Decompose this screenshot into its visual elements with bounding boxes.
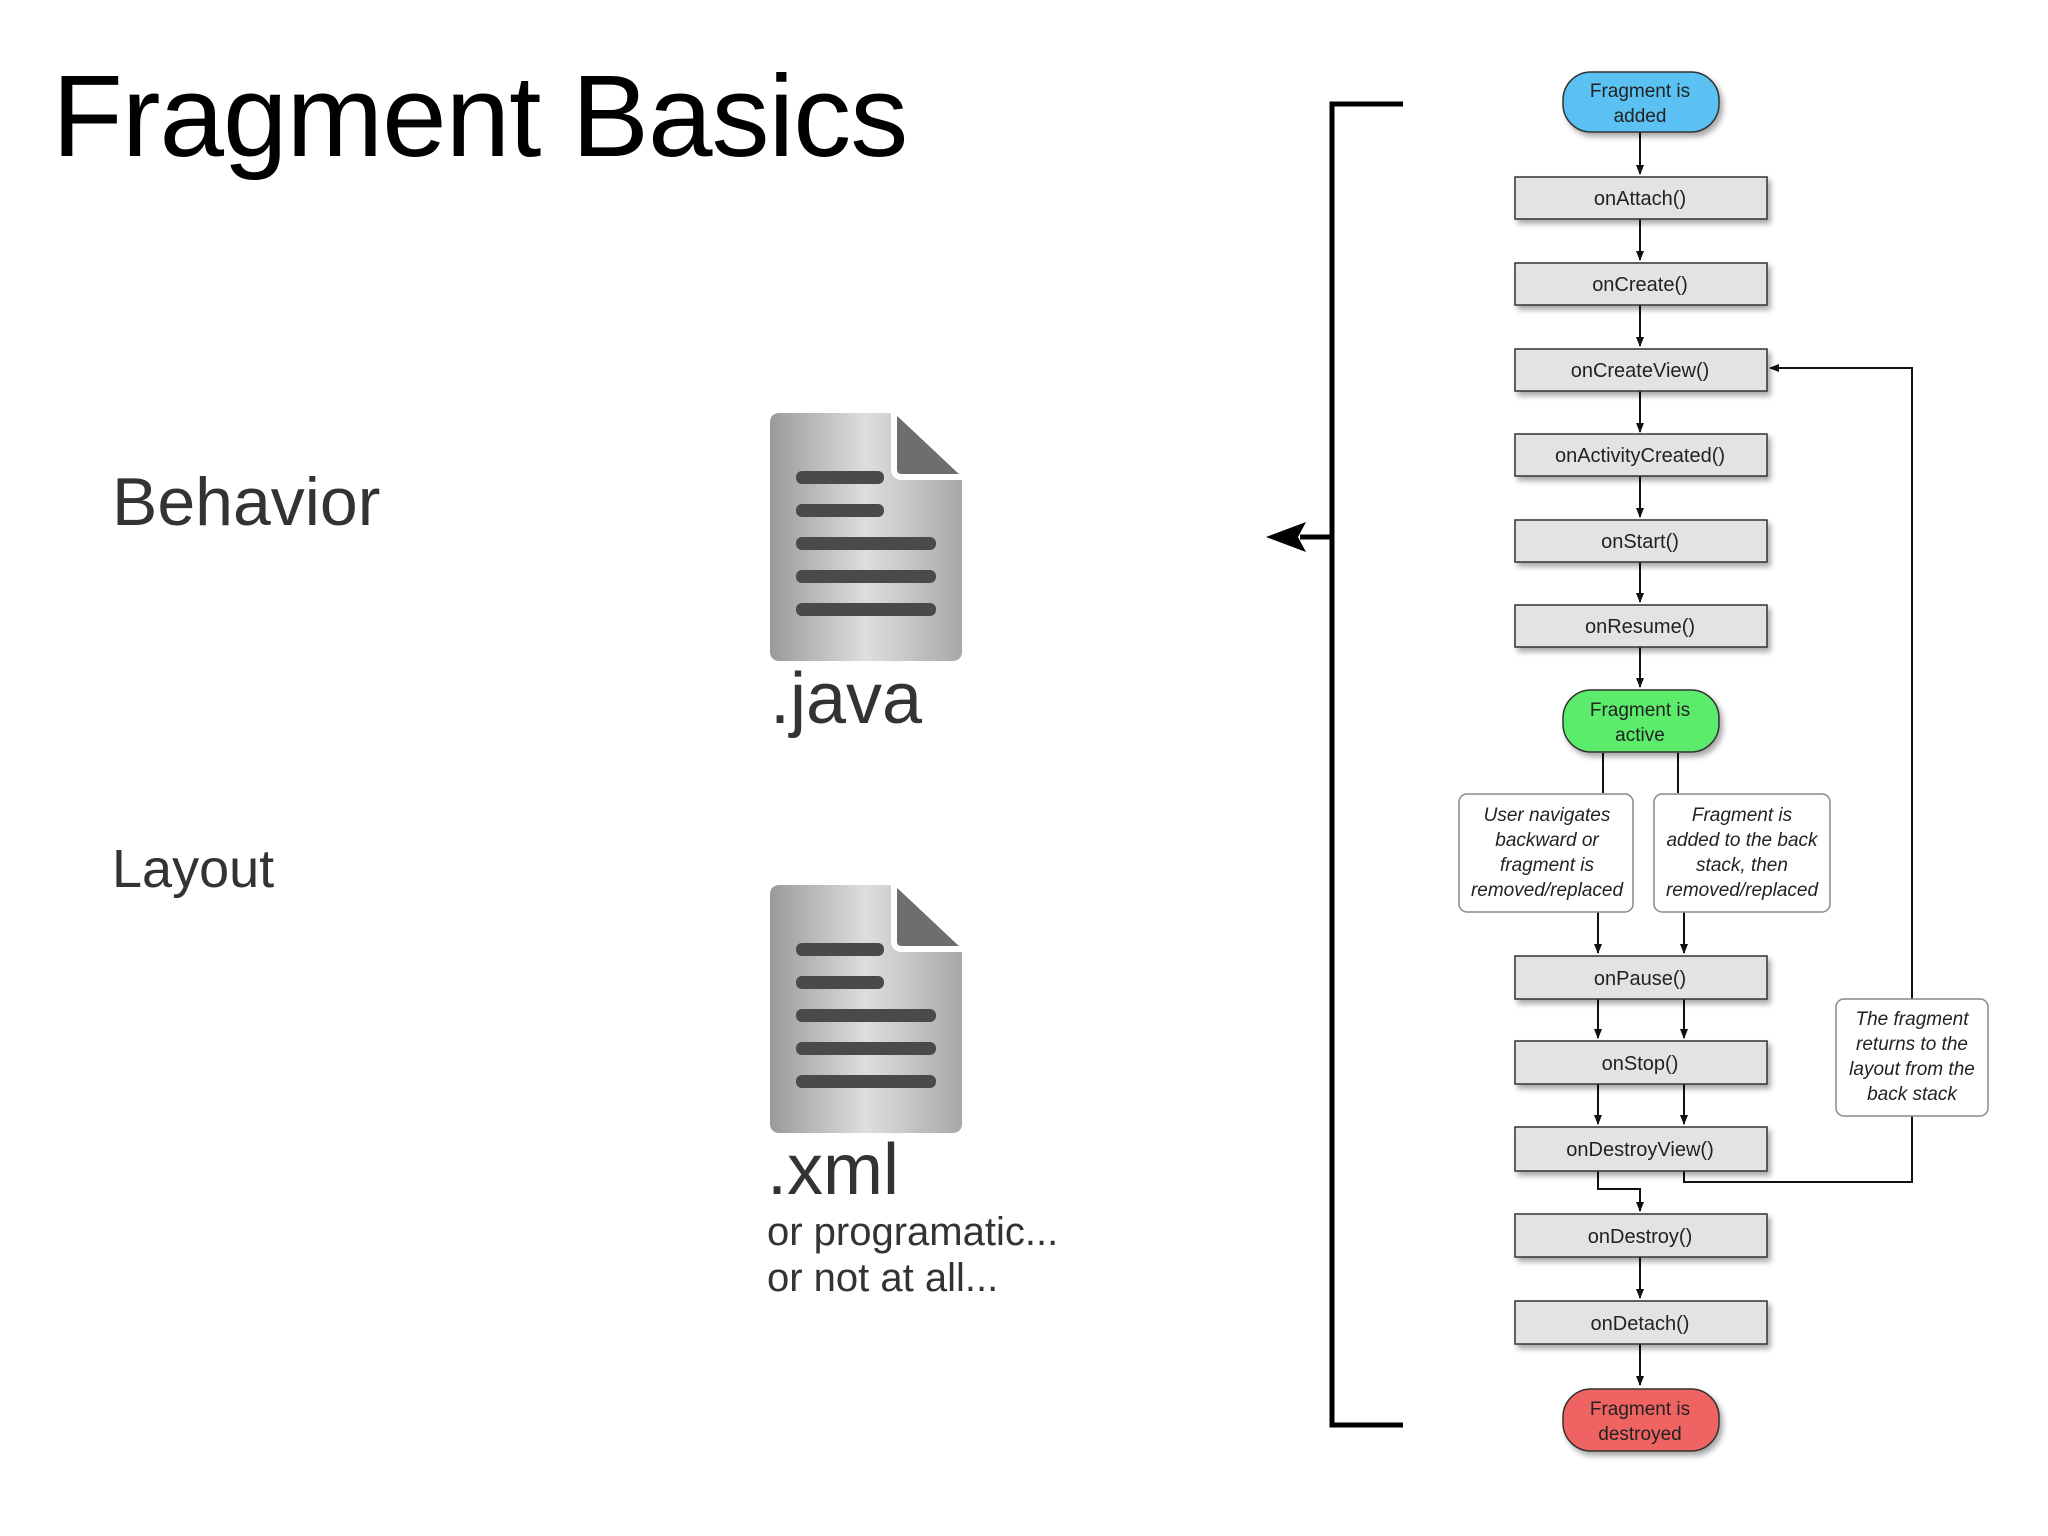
- note-line: removed/replaced: [1666, 880, 1820, 901]
- callback-label: onCreateView(): [1571, 360, 1710, 382]
- callback-box-ondestroyview: onDestroyView(): [1514, 1126, 1768, 1172]
- callback-box-oncreate: onCreate(): [1514, 262, 1768, 306]
- slide-title: Fragment Basics: [52, 51, 908, 181]
- behavior-label: Behavior: [112, 464, 381, 540]
- note-line: fragment is: [1500, 855, 1594, 876]
- callback-label: onDestroyView(): [1566, 1139, 1713, 1161]
- note-user-navigates-backward: User navigates backward or fragment is r…: [1458, 793, 1634, 913]
- callback-label: onPause(): [1594, 968, 1686, 990]
- left-arrow-icon: [1266, 522, 1306, 552]
- callback-box-onresume: onResume(): [1514, 604, 1768, 648]
- state-label: Fragment is: [1590, 1399, 1690, 1420]
- callback-box-oncreateview: onCreateView(): [1514, 348, 1768, 392]
- note-returns-from-back-stack: The fragment returns to the layout from …: [1835, 998, 1989, 1117]
- state-label: active: [1615, 725, 1665, 746]
- callback-box-ondetach: onDetach(): [1514, 1300, 1768, 1345]
- note-line: added to the back: [1666, 830, 1819, 851]
- callback-box-onattach: onAttach(): [1514, 176, 1768, 220]
- state-fragment-added: Fragment is added: [1562, 71, 1720, 133]
- callback-box-onactivitycreated: onActivityCreated(): [1514, 433, 1768, 477]
- note-line: stack, then: [1696, 855, 1788, 876]
- java-document-icon: [770, 413, 962, 661]
- flow-connectors: [1594, 132, 1913, 1386]
- callback-box-onstart: onStart(): [1514, 519, 1768, 563]
- callback-label: onStart(): [1601, 531, 1679, 553]
- state-label: Fragment is: [1590, 81, 1690, 102]
- note-line: returns to the: [1856, 1034, 1968, 1055]
- note-added-to-back-stack: Fragment is added to the back stack, the…: [1653, 793, 1831, 913]
- callback-label: onStop(): [1602, 1053, 1679, 1075]
- note-line: back stack: [1867, 1084, 1958, 1105]
- xml-extension-label: .xml: [767, 1130, 899, 1210]
- note-line: backward or: [1495, 830, 1599, 851]
- xml-alternative-note: or not at all...: [767, 1256, 999, 1300]
- note-line: Fragment is: [1692, 805, 1793, 826]
- callback-label: onResume(): [1585, 616, 1695, 638]
- note-line: The fragment: [1856, 1009, 1970, 1030]
- callback-label: onAttach(): [1594, 188, 1686, 210]
- xml-alternative-note: or programatic...: [767, 1210, 1059, 1254]
- java-extension-label: .java: [770, 659, 923, 739]
- callback-label: onCreate(): [1592, 274, 1688, 296]
- note-line: removed/replaced: [1471, 880, 1625, 901]
- callback-label: onDestroy(): [1588, 1226, 1692, 1248]
- state-label: destroyed: [1598, 1424, 1681, 1445]
- state-fragment-active: Fragment is active: [1562, 689, 1720, 753]
- lifecycle-bracket: [1329, 101, 1403, 1428]
- note-line: layout from the: [1849, 1059, 1975, 1080]
- callback-box-onstop: onStop(): [1514, 1040, 1768, 1085]
- note-line: User navigates: [1484, 805, 1611, 826]
- state-fragment-destroyed: Fragment is destroyed: [1562, 1388, 1720, 1452]
- callback-box-onpause: onPause(): [1514, 955, 1768, 1000]
- layout-label: Layout: [112, 839, 275, 899]
- callback-label: onActivityCreated(): [1555, 445, 1725, 467]
- state-label: added: [1614, 106, 1667, 127]
- state-label: Fragment is: [1590, 700, 1690, 721]
- callback-box-ondestroy: onDestroy(): [1514, 1213, 1768, 1258]
- xml-document-icon: [770, 885, 962, 1133]
- callback-label: onDetach(): [1591, 1313, 1690, 1335]
